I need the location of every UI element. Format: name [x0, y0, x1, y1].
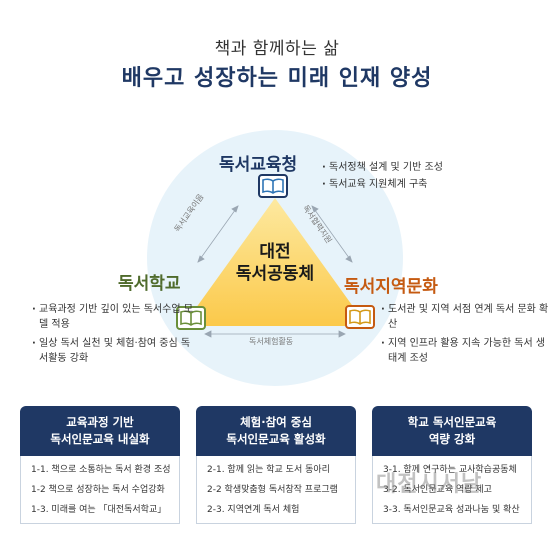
book-icon [345, 305, 375, 329]
right-double-arrow [311, 205, 353, 263]
center-label-line1: 대전 [259, 242, 291, 262]
column-header: 체험·참여 중심 독서인문교육 활성화 [196, 406, 356, 456]
column-header-line1: 체험·참여 중심 [240, 415, 312, 429]
strategy-column-2: 체험·참여 중심 독서인문교육 활성화 2-1. 함께 읽는 학교 도서 동아리… [196, 406, 356, 524]
bullet-item: 독서정책 설계 및 기반 조성 [322, 160, 522, 175]
node-title-school: 독서학교 [118, 274, 181, 294]
column-header-line1: 학교 독서인문교육 [407, 415, 497, 429]
triangle-diagram [183, 198, 367, 338]
node-title-region-culture: 독서지역문화 [344, 277, 438, 297]
column-item: 2-2 학생맞춤형 독서창작 프로그램 [207, 485, 338, 495]
column-item: 2-1. 함께 읽는 학교 도서 동아리 [207, 465, 330, 475]
column-header-line2: 역량 강화 [428, 432, 476, 446]
bullet-item: 일상 독서 실천 및 체험·참여 중심 독서활동 강화 [32, 336, 197, 366]
column-item: 1-3. 미래를 여는 「대전독서학교」 [31, 505, 167, 515]
strategy-column-1: 교육과정 기반 독서인문교육 내실화 1-1. 책으로 소통하는 독서 환경 조… [20, 406, 180, 524]
column-item: 1-1. 책으로 소통하는 독서 환경 조성 [31, 465, 171, 475]
region-culture-bullets: 도서관 및 지역 서점 연계 독서 문화 확산 지역 인프라 활용 지속 가능한… [381, 302, 551, 370]
column-item: 2-3. 지역연계 독서 체험 [207, 505, 300, 515]
center-label-line2: 독서공동체 [235, 264, 315, 284]
book-icon [258, 174, 288, 198]
column-item: 3-1. 함께 연구하는 교사학습공동체 [383, 465, 517, 475]
yellow-triangle [183, 198, 367, 326]
column-body: 2-1. 함께 읽는 학교 도서 동아리 2-2 학생맞춤형 독서창작 프로그램… [196, 456, 356, 524]
watermark: 대전시서날 [376, 472, 483, 497]
column-header: 교육과정 기반 독서인문교육 내실화 [20, 406, 180, 456]
column-header-line2: 독서인문교육 내실화 [50, 432, 150, 446]
bullet-item: 지역 인프라 활용 지속 가능한 독서 생태계 조성 [381, 336, 551, 366]
column-item: 1-2 책으로 성장하는 독서 수업강화 [31, 485, 165, 495]
main-title: 배우고 성장하는 미래 인재 양성 [121, 66, 433, 91]
column-item: 3-2. 독서인문교육 역량 제고 [383, 485, 492, 495]
bottom-double-arrow [204, 330, 346, 338]
column-header-line2: 독서인문교육 활성화 [226, 432, 326, 446]
column-header: 학교 독서인문교육 역량 강화 [372, 406, 532, 456]
bullet-item: 교육과정 기반 깊이 있는 독서수업 모델 적용 [32, 302, 197, 332]
column-body: 1-1. 책으로 소통하는 독서 환경 조성 1-2 책으로 성장하는 독서 수… [20, 456, 180, 524]
subtitle: 책과 함께하는 삶 [214, 39, 340, 59]
column-header-line1: 교육과정 기반 [66, 415, 134, 429]
node-title-education-office: 독서교육청 [219, 155, 298, 175]
column-item: 3-3. 독서인문교육 성과나눔 및 확산 [383, 505, 520, 515]
column-body: 3-1. 함께 연구하는 교사학습공동체 3-2. 독서인문교육 역량 제고 3… [372, 456, 532, 524]
left-double-arrow [197, 205, 239, 263]
edge-label-bottom: 독서체험활동 [249, 337, 294, 346]
bullet-item: 독서교육 지원체계 구축 [322, 177, 522, 192]
strategy-column-3: 학교 독서인문교육 역량 강화 3-1. 함께 연구하는 교사학습공동체 3-2… [372, 406, 532, 524]
school-bullets: 교육과정 기반 깊이 있는 독서수업 모델 적용 일상 독서 실천 및 체험·참… [32, 302, 197, 370]
education-office-bullets: 독서정책 설계 및 기반 조성 독서교육 지원체계 구축 [322, 160, 522, 194]
bullet-item: 도서관 및 지역 서점 연계 독서 문화 확산 [381, 302, 551, 332]
